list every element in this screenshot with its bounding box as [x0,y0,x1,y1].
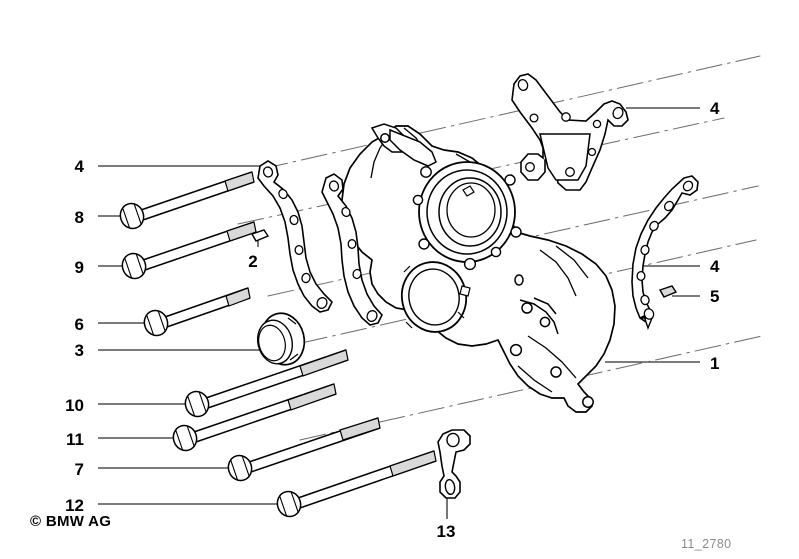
callout-label-6: 6 [74,315,84,334]
leader-lines [98,107,700,519]
copyright-notice: © BMW AG [30,513,112,530]
callout-label-12: 12 [65,496,84,515]
callout-label-2: 2 [248,252,258,271]
diagram-reference-number: 11_2780 [681,537,732,551]
upper-gasket-plate [511,73,629,191]
axis-upper [261,55,761,170]
callout-label-13: 13 [436,522,456,541]
bolt-12 [273,450,437,521]
inner-gasket-holes [328,180,378,322]
crankshaft-seal-bore [400,261,471,333]
bolt-8 [116,171,255,233]
main-bore [418,161,516,263]
bolt-7 [224,417,381,485]
bolts-group [116,171,437,521]
bolt-11 [169,383,337,455]
dowel-pin-5 [658,285,678,298]
right-gasket-strip [631,175,699,331]
right-gasket-holes [636,180,694,320]
inner-gasket-strip [321,173,383,326]
housing-upper-arm [370,123,437,167]
callout-label-4-top: 4 [710,99,720,118]
callout-label-10: 10 [65,396,84,415]
callout-label-1: 1 [710,354,720,373]
housing-ribs [517,245,589,393]
callout-label-5: 5 [710,287,720,306]
housing-lower-flange [509,274,594,408]
bolt-10 [181,349,349,421]
callout-label-9: 9 [74,258,84,277]
callout-label-7: 7 [74,460,84,479]
callout-label-8: 8 [74,208,84,227]
callout-label-3: 3 [74,341,84,360]
upper-gasket-holes [517,79,624,177]
main-bore-bosses [412,166,522,271]
bracket-13 [437,429,471,499]
bolt-6 [140,287,251,340]
bolt-9 [118,221,257,283]
callout-label-4-right: 4 [710,257,720,276]
seal-ring-3 [256,312,306,366]
left-gasket-holes [262,166,328,309]
left-gasket-strip [257,160,333,313]
callout-label-4-left: 4 [74,157,84,176]
callout-label-11: 11 [66,430,84,449]
